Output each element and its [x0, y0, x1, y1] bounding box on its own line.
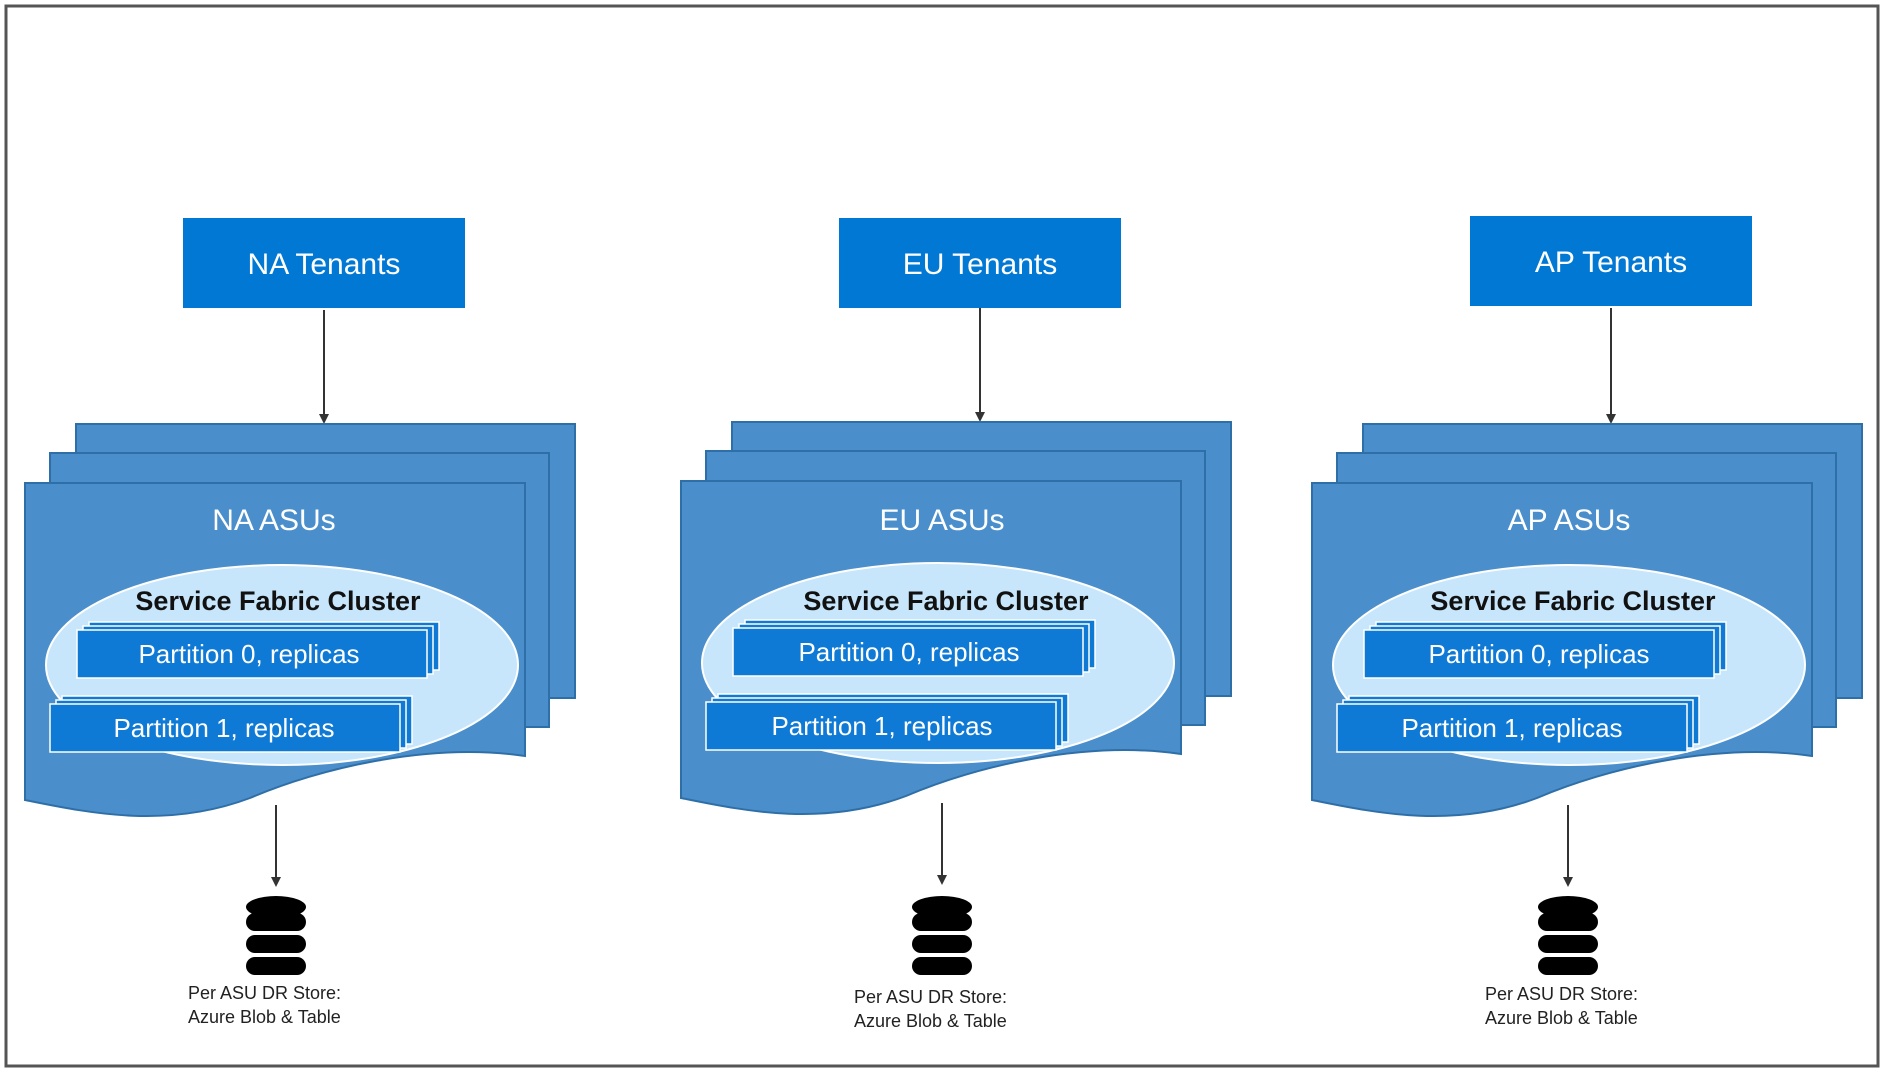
cluster-label: Service Fabric Cluster: [803, 586, 1089, 616]
cluster-label: Service Fabric Cluster: [135, 586, 421, 616]
cluster-label: Service Fabric Cluster: [1430, 586, 1716, 616]
region-ap: AP Tenants AP ASUs Service Fabric Cluste…: [1311, 216, 1863, 1028]
partition-0-box: [1363, 629, 1715, 679]
partition-1-label: Partition 1, replicas: [1401, 713, 1622, 743]
partition-1-box: [49, 703, 401, 753]
tenant-label: AP Tenants: [1535, 246, 1687, 279]
partition-0-label: Partition 0, replicas: [138, 639, 359, 669]
database-icon: [1538, 896, 1598, 975]
asu-label: NA ASUs: [212, 504, 335, 537]
store-label-line-1: Per ASU DR Store:: [854, 987, 1007, 1007]
database-icon: [246, 896, 306, 975]
partition-0-box: [76, 629, 428, 679]
store-label-line-2: Azure Blob & Table: [854, 1011, 1007, 1031]
partition-0-box: [732, 627, 1084, 677]
database-icon: [912, 896, 972, 975]
region-eu: EU Tenants EU ASUs Service Fabric Cluste…: [680, 218, 1232, 1031]
store-label-line-2: Azure Blob & Table: [188, 1007, 341, 1027]
store-label-line-1: Per ASU DR Store:: [188, 983, 341, 1003]
store-label-line-2: Azure Blob & Table: [1485, 1008, 1638, 1028]
partition-1-label: Partition 1, replicas: [771, 711, 992, 741]
partition-1-label: Partition 1, replicas: [113, 713, 334, 743]
partition-0-label: Partition 0, replicas: [798, 637, 1019, 667]
partition-1-box: [1336, 703, 1688, 753]
tenant-box: [183, 218, 465, 308]
partition-1-box: [705, 701, 1057, 751]
tenant-label: NA Tenants: [248, 248, 401, 281]
store-label-line-1: Per ASU DR Store:: [1485, 984, 1638, 1004]
asu-label: AP ASUs: [1508, 504, 1631, 537]
region-na: NA Tenants NA ASUs Service Fabric Cluste…: [24, 218, 576, 1027]
tenant-box: [839, 218, 1121, 308]
asu-label: EU ASUs: [879, 504, 1004, 537]
tenant-label: EU Tenants: [903, 248, 1058, 281]
tenant-box: [1470, 216, 1752, 306]
partition-0-label: Partition 0, replicas: [1428, 639, 1649, 669]
